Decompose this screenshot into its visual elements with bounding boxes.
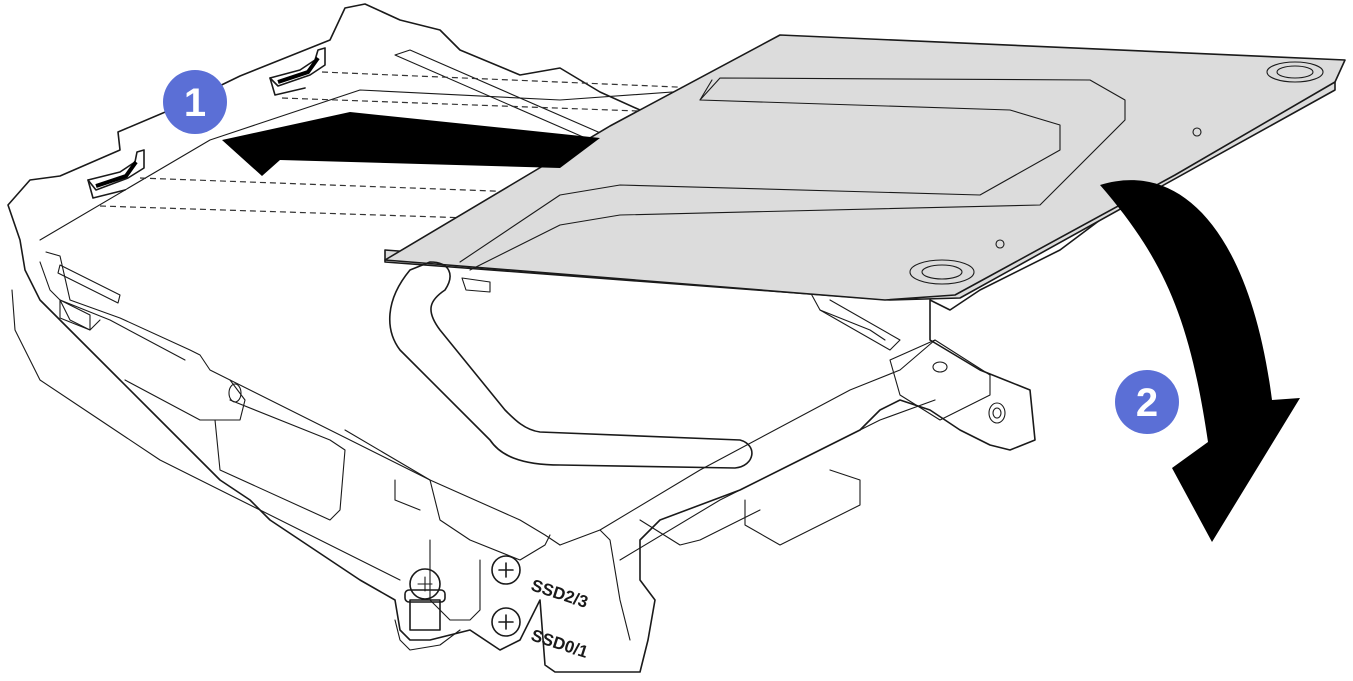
screw-icon-upper bbox=[491, 555, 521, 585]
thumbscrew bbox=[394, 568, 461, 651]
screw-icon-lower bbox=[491, 607, 521, 637]
straight-arrow-icon bbox=[222, 112, 600, 176]
step-1-number: 1 bbox=[184, 81, 206, 125]
pull-tab bbox=[389, 261, 753, 469]
step-2-number: 2 bbox=[1136, 381, 1158, 425]
cage-latch-lower bbox=[87, 149, 145, 199]
curved-arrow-down-icon bbox=[1100, 180, 1300, 542]
alignment-guides bbox=[99, 71, 701, 219]
step-2-badge: 2 bbox=[1115, 370, 1179, 434]
cage-latch-upper bbox=[269, 47, 326, 96]
step-1-badge: 1 bbox=[163, 70, 227, 134]
